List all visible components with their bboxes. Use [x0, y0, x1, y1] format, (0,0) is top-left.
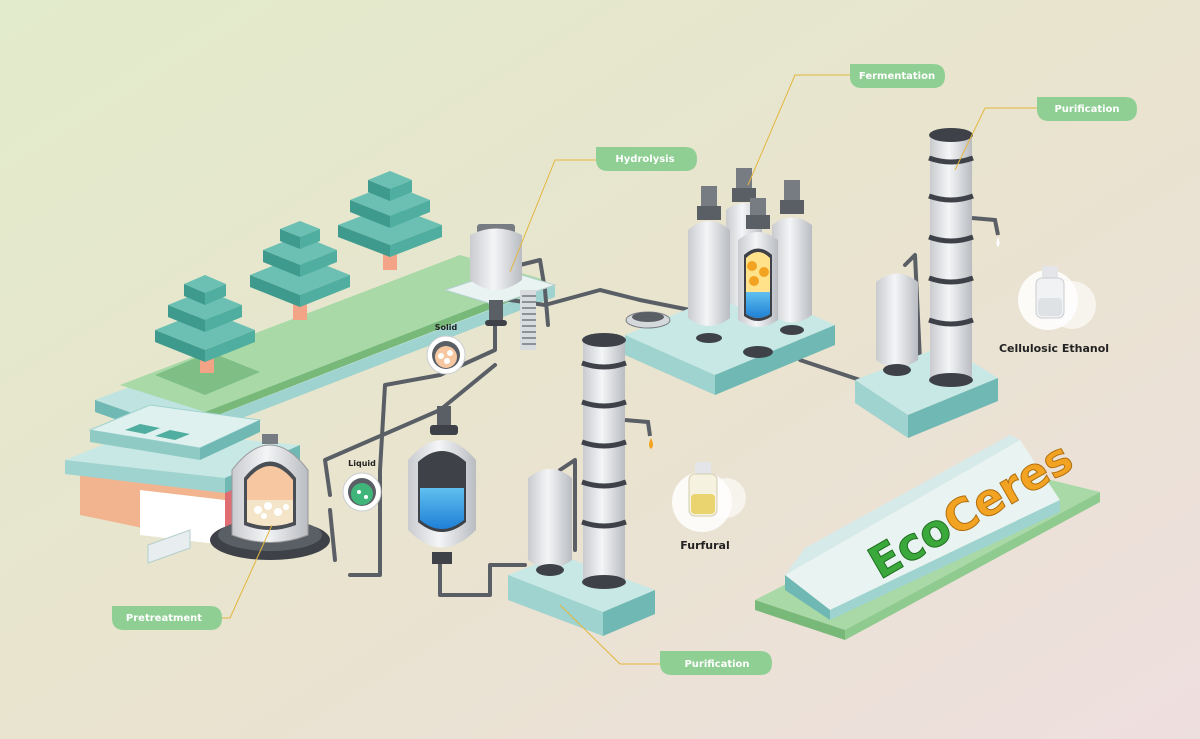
label-purification-bottom: Purification [660, 651, 772, 675]
svg-text:Pretreatment: Pretreatment [126, 613, 202, 624]
label-pretreatment: Pretreatment [112, 606, 222, 630]
hydrolysis-unit [443, 224, 557, 350]
tree-3 [338, 171, 442, 270]
svg-text:Purification: Purification [1054, 104, 1119, 115]
label-purification-top: Purification [1037, 97, 1137, 121]
liquid-tank [408, 406, 476, 564]
callout-lines [200, 74, 1037, 665]
label-fermentation: Fermentation [850, 64, 945, 88]
svg-text:Hydrolysis: Hydrolysis [615, 154, 674, 165]
fermentation-unit [625, 168, 835, 395]
purification-column-ethanol [855, 128, 1000, 438]
ecoceres-sign [755, 435, 1100, 640]
svg-text:Fermentation: Fermentation [859, 71, 935, 82]
caption-furfural: Furfural [680, 539, 729, 552]
label-hydrolysis: Hydrolysis [596, 147, 697, 171]
tree-2 [250, 221, 350, 320]
caption-liquid: Liquid [348, 459, 376, 468]
svg-text:Purification: Purification [684, 659, 749, 670]
caption-cellulosic-ethanol: Cellulosic Ethanol [999, 342, 1109, 355]
liquid-sample-icon [342, 472, 382, 512]
ethanol-bottle [1018, 266, 1096, 330]
solid-sample-icon [426, 335, 466, 375]
tree-1 [155, 275, 260, 395]
caption-solid: Solid [435, 323, 458, 332]
pretreatment-reactor [210, 434, 330, 560]
purification-column-furfural [508, 333, 655, 636]
furfural-bottle [672, 462, 746, 532]
